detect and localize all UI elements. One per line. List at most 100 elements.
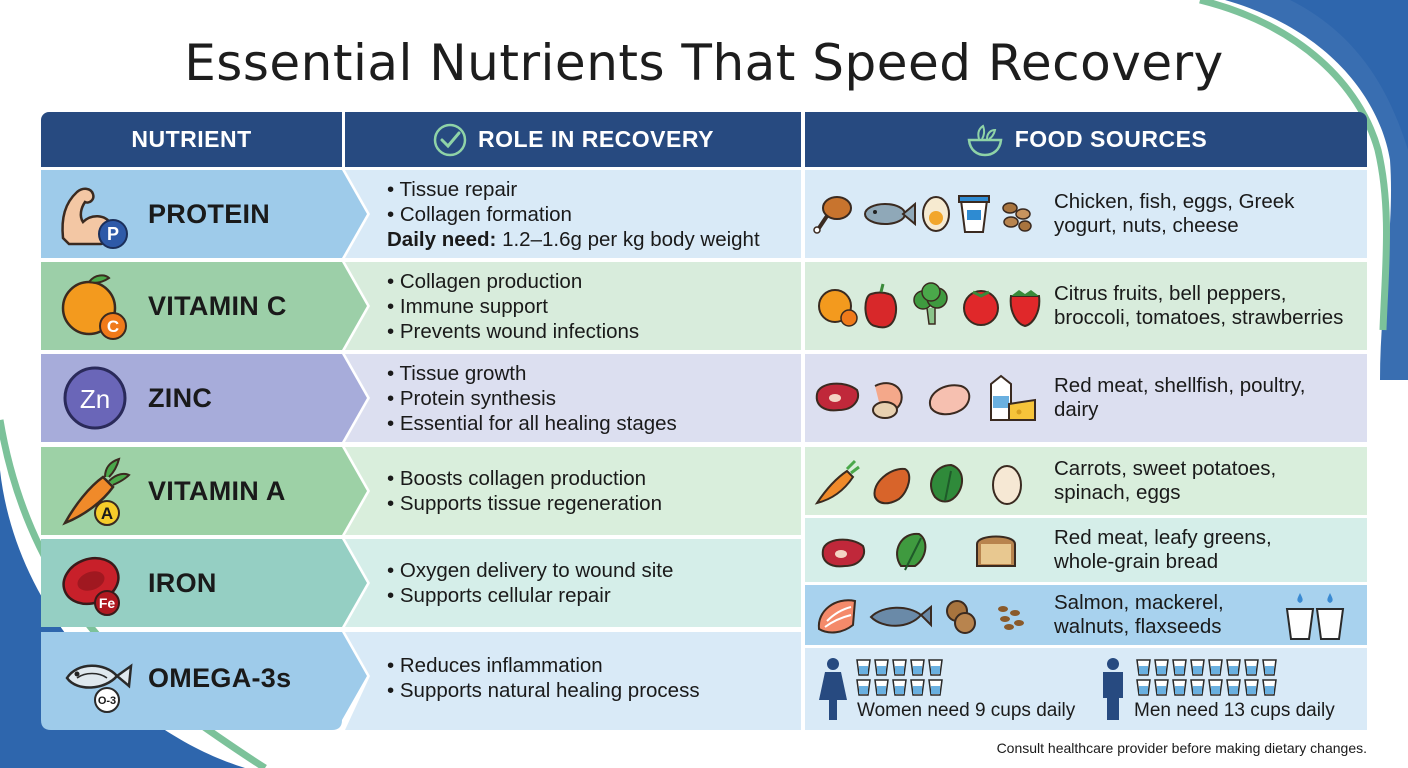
orange-icon bbox=[818, 289, 858, 327]
leafy-greens-icon bbox=[896, 532, 927, 571]
poultry-icon bbox=[928, 384, 971, 416]
food-protein: Chicken, fish, eggs, Greek yogurt, nuts,… bbox=[805, 170, 1367, 258]
row-backgrounds bbox=[41, 170, 1367, 730]
header-role-label: ROLE IN RECOVERY bbox=[478, 126, 714, 152]
food-text: Chicken, fish, eggs, Greek yogurt, nuts,… bbox=[1054, 190, 1294, 238]
women-hydration-text: Women need 9 cups daily bbox=[857, 700, 1076, 721]
food-line: Red meat, leafy greens, bbox=[1054, 526, 1272, 549]
role-item: • Supports tissue regeneration bbox=[387, 492, 662, 515]
hydration-panel: Women need 9 cups daily Men need 13 cups… bbox=[805, 648, 1367, 730]
mackerel-icon bbox=[869, 604, 932, 628]
carrot-icon: A bbox=[62, 457, 131, 526]
nutrient-name: VITAMIN A bbox=[148, 475, 286, 506]
men-hydration-text: Men need 13 cups daily bbox=[1134, 700, 1335, 721]
water-fill bbox=[1247, 666, 1256, 674]
nutrient-name: VITAMIN C bbox=[148, 290, 287, 321]
woman-icon bbox=[819, 658, 847, 720]
water-fill bbox=[1265, 666, 1274, 674]
svg-text:P: P bbox=[107, 224, 119, 244]
women-hydration-icons bbox=[819, 658, 943, 720]
svg-text:C: C bbox=[107, 317, 119, 336]
food-line: walnuts, flaxseeds bbox=[1054, 615, 1222, 638]
yogurt-icon bbox=[958, 195, 990, 233]
water-fill bbox=[931, 686, 940, 694]
role-item: • Collagen formation bbox=[387, 202, 572, 226]
protein-foods-icons bbox=[813, 195, 1032, 234]
role-item: • Reduces inflammation bbox=[387, 654, 603, 677]
food-vitamin-c: Citrus fruits, bell peppers, broccoli, t… bbox=[805, 262, 1367, 350]
header-role: ROLE IN RECOVERY bbox=[345, 112, 801, 167]
vitamin-a-foods-icons bbox=[814, 459, 1022, 505]
role-vitamin-a: • Boosts collagen production • Supports … bbox=[345, 447, 801, 535]
svg-text:O-3: O-3 bbox=[98, 695, 116, 707]
role-item: • Tissue repair bbox=[387, 177, 518, 201]
water-fill bbox=[1211, 686, 1220, 694]
nuts-icon bbox=[1002, 202, 1032, 232]
food-text: Citrus fruits, bell peppers, broccoli, t… bbox=[1054, 282, 1343, 330]
food-zinc: Red meat, shellfish, poultry, dairy bbox=[805, 354, 1367, 442]
footnote: Consult healthcare provider before makin… bbox=[996, 740, 1367, 756]
water-fill bbox=[877, 666, 886, 674]
role-vitamin-c: • Collagen production • Immune support •… bbox=[345, 262, 801, 350]
tomato-icon bbox=[963, 290, 999, 326]
shrimp-icon bbox=[872, 382, 903, 419]
role-item: • Boosts collagen production bbox=[387, 467, 647, 490]
role-item: • Prevents wound infections bbox=[387, 319, 640, 343]
food-line: Salmon, mackerel, bbox=[1054, 591, 1224, 614]
chicken-leg-icon bbox=[813, 196, 852, 234]
egg-icon bbox=[922, 196, 950, 232]
water-fill bbox=[1157, 666, 1166, 674]
water-fill bbox=[877, 686, 886, 694]
water-fill bbox=[931, 666, 940, 674]
nutrient-name: ZINC bbox=[148, 382, 213, 413]
role-item: • Essential for all healing stages bbox=[387, 411, 677, 435]
svg-text:Zn: Zn bbox=[80, 384, 110, 414]
food-line: Citrus fruits, bell peppers, bbox=[1054, 282, 1287, 305]
water-fill bbox=[1175, 666, 1184, 674]
nutrient-vitamin-c: C VITAMIN C bbox=[41, 262, 367, 350]
role-protein: • Tissue repair • Collagen formation Dai… bbox=[345, 170, 801, 258]
carrot-icon bbox=[814, 459, 860, 505]
man-icon bbox=[1103, 658, 1123, 720]
nutrient-protein: P PROTEIN bbox=[41, 170, 367, 258]
water-fill bbox=[895, 666, 904, 674]
zinc-foods-icons bbox=[815, 374, 1036, 421]
nutrient-zinc: Zn ZINC bbox=[41, 354, 367, 442]
role-omega-3: • Reduces inflammation • Supports natura… bbox=[345, 634, 801, 722]
men-hydration-icons bbox=[1103, 658, 1277, 720]
role-item: • Oxygen delivery to wound site bbox=[387, 559, 674, 582]
bell-pepper-icon bbox=[864, 283, 897, 329]
bread-icon bbox=[976, 535, 1016, 567]
water-fill bbox=[1139, 686, 1148, 694]
water-fill bbox=[913, 686, 922, 694]
nutrient-name: IRON bbox=[148, 567, 217, 598]
food-line: Red meat, shellfish, poultry, bbox=[1054, 374, 1306, 397]
steak-icon bbox=[815, 382, 859, 412]
omega-3-foods-icons bbox=[817, 599, 1024, 634]
water-fill bbox=[1247, 686, 1256, 694]
food-text: Salmon, mackerel, walnuts, flaxseeds bbox=[1054, 591, 1224, 639]
water-fill bbox=[859, 666, 868, 674]
food-vitamin-a: Carrots, sweet potatoes, spinach, eggs bbox=[805, 447, 1367, 515]
flaxseed-icon bbox=[998, 606, 1024, 630]
food-line: Chicken, fish, eggs, Greek bbox=[1054, 190, 1295, 213]
header-food-label: FOOD SOURCES bbox=[1014, 126, 1208, 152]
orange-icon: C bbox=[61, 274, 127, 340]
water-fill bbox=[1229, 666, 1238, 674]
food-text: Red meat, leafy greens, whole-grain brea… bbox=[1054, 526, 1272, 574]
header-food: FOOD SOURCES bbox=[805, 112, 1367, 167]
water-fill bbox=[913, 666, 922, 674]
nutrient-vitamin-a: A VITAMIN A bbox=[41, 447, 367, 535]
nutrient-name: PROTEIN bbox=[148, 198, 271, 229]
water-glasses-icon bbox=[1285, 593, 1345, 640]
water-fill bbox=[1175, 686, 1184, 694]
egg-icon bbox=[992, 465, 1022, 505]
food-text: Red meat, shellfish, poultry, dairy bbox=[1054, 374, 1305, 422]
food-line: broccoli, tomatoes, strawberries bbox=[1054, 306, 1344, 329]
milk-carton-icon bbox=[990, 374, 1012, 421]
nutrient-table: NUTRIENT ROLE IN RECOVERY FOOD SOURCES bbox=[41, 112, 1367, 730]
daily-need-label: Daily need: bbox=[387, 227, 497, 251]
fish-icon bbox=[864, 201, 916, 227]
steak-icon bbox=[821, 538, 865, 568]
daily-need: Daily need: 1.2–1.6g per kg body weight bbox=[387, 227, 801, 252]
